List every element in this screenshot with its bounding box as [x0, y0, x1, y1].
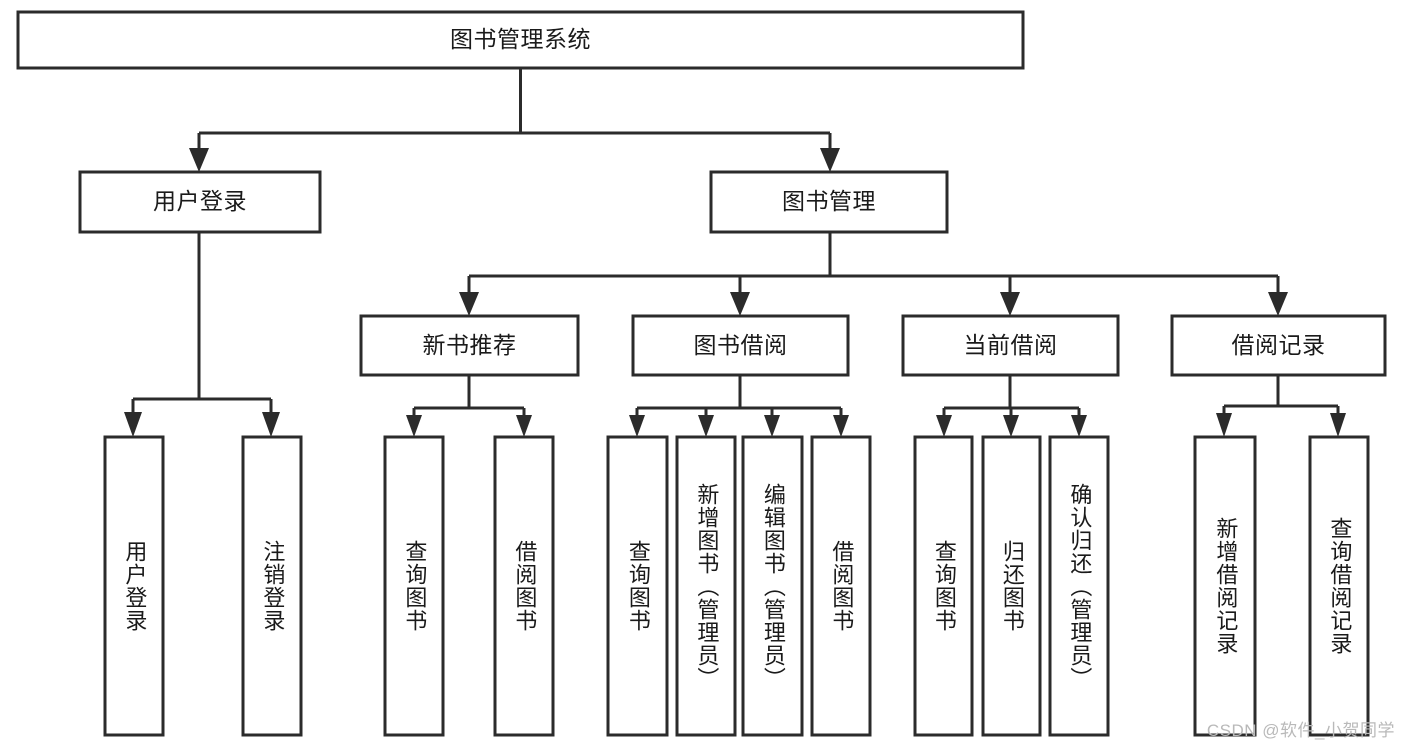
arrow-head-current-borrow [1000, 292, 1020, 316]
arrow-head-bb-leaf-3 [764, 415, 780, 437]
node-box-user-login[interactable] [78, 170, 322, 234]
arrow-head-nb-leaf-2 [516, 415, 532, 437]
node-box-leaf-nb-query-book[interactable] [383, 435, 445, 737]
arrow-head-nb-leaf-1 [406, 415, 422, 437]
watermark-text: CSDN @软件_小贺同学 [1206, 721, 1395, 740]
arrow-head-leaf-user-login [124, 412, 142, 437]
connector-group-new-book [406, 375, 532, 437]
node-box-leaf-nb-borrow-book[interactable] [493, 435, 555, 737]
node-box-root[interactable] [16, 10, 1025, 70]
arrow-head-book-borrow [730, 292, 750, 316]
node-box-book-management[interactable] [709, 170, 949, 234]
node-box-leaf-cb-return-book[interactable] [981, 435, 1042, 737]
arrow-head-bb-leaf-1 [629, 415, 645, 437]
arrow-head-new-book [459, 292, 479, 316]
node-box-leaf-br-add-record[interactable] [1193, 435, 1257, 737]
arrow-head-borrow-record [1268, 292, 1288, 316]
node-box-borrow-record[interactable] [1170, 314, 1387, 377]
node-box-leaf-br-query-record[interactable] [1308, 435, 1370, 737]
node-box-leaf-logout[interactable] [241, 435, 303, 737]
arrow-head-bb-leaf-2 [698, 415, 714, 437]
connector-group-borrow-record [1216, 375, 1346, 437]
connector-group-book-mgmt [459, 232, 1288, 316]
arrow-head-br-leaf-2 [1330, 413, 1346, 437]
node-box-current-borrow[interactable] [901, 314, 1120, 377]
arrow-head-cb-leaf-3 [1071, 415, 1087, 437]
arrow-head-book-mgmt [820, 148, 840, 172]
node-box-leaf-user-login[interactable] [103, 435, 165, 737]
connector-group-book-borrow [629, 375, 849, 437]
arrow-head-cb-leaf-2 [1003, 415, 1019, 437]
arrow-head-br-leaf-1 [1216, 413, 1232, 437]
node-box-new-book-recommend[interactable] [359, 314, 580, 377]
connector-group-user-login [124, 232, 280, 437]
node-box-leaf-cb-confirm-return[interactable] [1048, 435, 1110, 737]
node-box-book-borrow[interactable] [631, 314, 850, 377]
node-box-leaf-bb-edit-book[interactable] [741, 435, 804, 737]
arrow-head-user-login [189, 148, 209, 172]
connector-group-root [189, 68, 840, 172]
arrow-head-cb-leaf-1 [936, 415, 952, 437]
node-box-leaf-bb-borrow-book[interactable] [810, 435, 872, 737]
arrow-head-leaf-logout [262, 412, 280, 437]
node-box-leaf-bb-add-book[interactable] [675, 435, 737, 737]
node-box-leaf-bb-query-book[interactable] [606, 435, 669, 737]
node-box-leaf-cb-query-book[interactable] [913, 435, 974, 737]
connector-group-current-borrow [936, 375, 1087, 437]
arrow-head-bb-leaf-4 [833, 415, 849, 437]
